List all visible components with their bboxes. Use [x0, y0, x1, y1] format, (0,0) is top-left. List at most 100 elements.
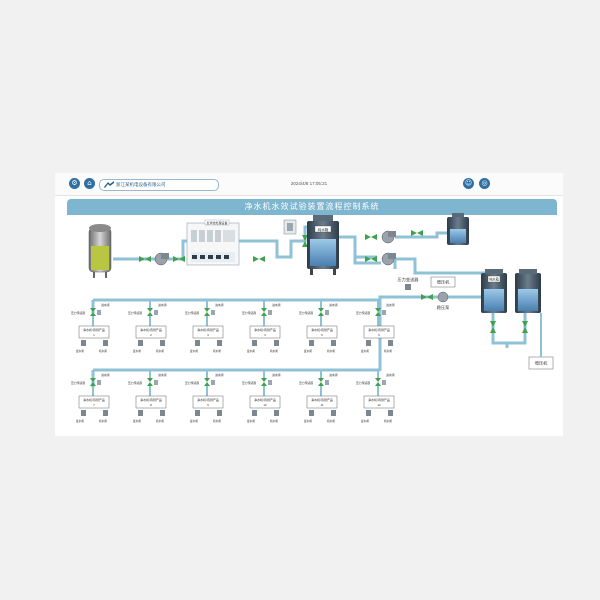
pressure-sensor-icon	[268, 310, 272, 315]
station-inlet-label: 进水阀	[158, 373, 167, 377]
test-station[interactable]: 进水阀压力传感器净水机/待测产品10废水阀纯水阀	[242, 370, 281, 423]
test-station[interactable]: 进水阀压力传感器净水机/待测产品9废水阀纯水阀	[185, 370, 224, 423]
waste-valve-icon[interactable]	[366, 410, 371, 416]
waste-valve-icon[interactable]	[309, 410, 314, 416]
station-waste-label: 废水阀	[76, 419, 84, 423]
test-station[interactable]: 进水阀压力传感器净水机/待测产品12废水阀纯水阀	[356, 370, 395, 423]
test-station[interactable]: 进水阀压力传感器净水机/待测产品11废水阀纯水阀	[299, 370, 338, 423]
valve-2[interactable]	[173, 256, 185, 262]
pure-valve-icon[interactable]	[217, 340, 222, 346]
ro-treatment-unit[interactable]: 反渗透处理设备	[186, 219, 240, 266]
valve-8[interactable]	[490, 321, 496, 333]
waste-valve-icon[interactable]	[138, 410, 143, 416]
station-pure-label: 纯水阀	[270, 349, 278, 353]
pure-valve-icon[interactable]	[274, 410, 279, 416]
station-machine-box[interactable]	[306, 325, 338, 339]
station-inlet-valve[interactable]	[375, 378, 381, 386]
station-inlet-valve[interactable]	[261, 308, 267, 316]
station-inlet-valve[interactable]	[375, 308, 381, 316]
pure-valve-icon[interactable]	[160, 410, 165, 416]
waste-valve-icon[interactable]	[309, 340, 314, 346]
station-machine-box[interactable]	[135, 325, 167, 339]
booster-box-upper[interactable]: 增压机	[430, 276, 456, 288]
valve-10[interactable]	[421, 294, 433, 300]
valve-1[interactable]	[139, 256, 151, 262]
waste-valve-icon[interactable]	[81, 410, 86, 416]
pure-valve-icon[interactable]	[388, 340, 393, 346]
station-sensor-label: 压力传感器	[356, 311, 370, 315]
station-inlet-valve[interactable]	[90, 308, 96, 316]
station-inlet-valve[interactable]	[204, 378, 210, 386]
station-inlet-valve[interactable]	[318, 308, 324, 316]
test-station[interactable]: 进水阀压力传感器净水机/待测产品2废水阀纯水阀	[128, 300, 167, 353]
booster-box-lower[interactable]: 增压机	[528, 356, 554, 370]
station-machine-box[interactable]	[78, 395, 110, 409]
valve-4[interactable]	[302, 235, 308, 247]
pure-valve-icon[interactable]	[160, 340, 165, 346]
station-machine-box[interactable]	[135, 395, 167, 409]
pressure-transmitter[interactable]: 压力变送器	[398, 276, 420, 290]
booster-pump-1[interactable]	[381, 230, 396, 244]
pure-valve-icon[interactable]	[217, 410, 222, 416]
waste-valve-icon[interactable]	[138, 340, 143, 346]
waste-valve-icon[interactable]	[252, 410, 257, 416]
pure-valve-icon[interactable]	[103, 410, 108, 416]
station-waste-label: 废水阀	[304, 349, 312, 353]
station-number: 4	[264, 333, 266, 337]
filter-housing[interactable]	[283, 219, 297, 235]
device-icon[interactable]: ⚙	[69, 178, 80, 189]
home-icon[interactable]: ⌂	[84, 178, 95, 189]
pure-valve-icon[interactable]	[331, 410, 336, 416]
station-machine-box[interactable]	[192, 325, 224, 339]
station-machine-box[interactable]	[249, 395, 281, 409]
station-inlet-valve[interactable]	[90, 378, 96, 386]
pressure-sensor-icon	[268, 380, 272, 385]
station-machine-box[interactable]	[192, 395, 224, 409]
waste-valve-icon[interactable]	[81, 340, 86, 346]
test-station[interactable]: 进水阀压力传感器净水机/待测产品6废水阀纯水阀	[356, 300, 395, 353]
station-waste-label: 废水阀	[133, 419, 141, 423]
settings-icon[interactable]: ◎	[479, 178, 490, 189]
pure-tank-3[interactable]	[515, 269, 541, 313]
station-inlet-valve[interactable]	[147, 308, 153, 316]
pure-tank-1-label: 纯水箱	[318, 227, 329, 232]
test-station[interactable]: 进水阀压力传感器净水机/待测产品5废水阀纯水阀	[299, 300, 338, 353]
valve-5[interactable]	[365, 234, 377, 240]
pure-valve-icon[interactable]	[274, 340, 279, 346]
test-station[interactable]: 进水阀压力传感器净水机/待测产品4废水阀纯水阀	[242, 300, 281, 353]
station-machine-box[interactable]	[249, 325, 281, 339]
valve-9[interactable]	[522, 321, 528, 333]
waste-valve-icon[interactable]	[366, 340, 371, 346]
feed-pump[interactable]	[154, 252, 169, 266]
test-station[interactable]: 进水阀压力传感器净水机/待测产品7废水阀纯水阀	[71, 370, 110, 423]
test-station[interactable]: 进水阀压力传感器净水机/待测产品3废水阀纯水阀	[185, 300, 224, 353]
waste-tank[interactable]	[88, 224, 112, 278]
station-sensor-label: 压力传感器	[356, 381, 370, 385]
pure-valve-icon[interactable]	[331, 340, 336, 346]
station-inlet-valve[interactable]	[204, 308, 210, 316]
station-machine-box[interactable]	[306, 395, 338, 409]
pure-tank-1[interactable]: 纯水箱	[307, 215, 339, 275]
station-machine-box[interactable]	[363, 325, 395, 339]
station-machine-box[interactable]	[78, 325, 110, 339]
valve-7[interactable]	[411, 230, 423, 236]
test-station[interactable]: 进水阀压力传感器净水机/待测产品8废水阀纯水阀	[128, 370, 167, 423]
booster-pump-2[interactable]	[381, 252, 396, 266]
station-inlet-valve[interactable]	[318, 378, 324, 386]
waste-valve-icon[interactable]	[195, 410, 200, 416]
station-inlet-valve[interactable]	[261, 378, 267, 386]
pure-valve-icon[interactable]	[103, 340, 108, 346]
station-inlet-valve[interactable]	[147, 378, 153, 386]
top-right-tank[interactable]	[447, 213, 469, 245]
valve-3[interactable]	[253, 256, 265, 262]
valve-6[interactable]	[365, 256, 377, 262]
waste-valve-icon[interactable]	[252, 340, 257, 346]
pure-valve-icon[interactable]	[388, 410, 393, 416]
station-number: 7	[93, 403, 95, 407]
station-machine-box[interactable]	[363, 395, 395, 409]
user-icon[interactable]: ☺	[463, 178, 474, 189]
test-station[interactable]: 进水阀压力传感器净水机/待测产品1废水阀纯水阀	[71, 300, 110, 353]
stabilizer-pump[interactable]: 稳压泵	[437, 291, 450, 311]
waste-valve-icon[interactable]	[195, 340, 200, 346]
pure-tank-2[interactable]: 纯水箱	[481, 269, 507, 313]
